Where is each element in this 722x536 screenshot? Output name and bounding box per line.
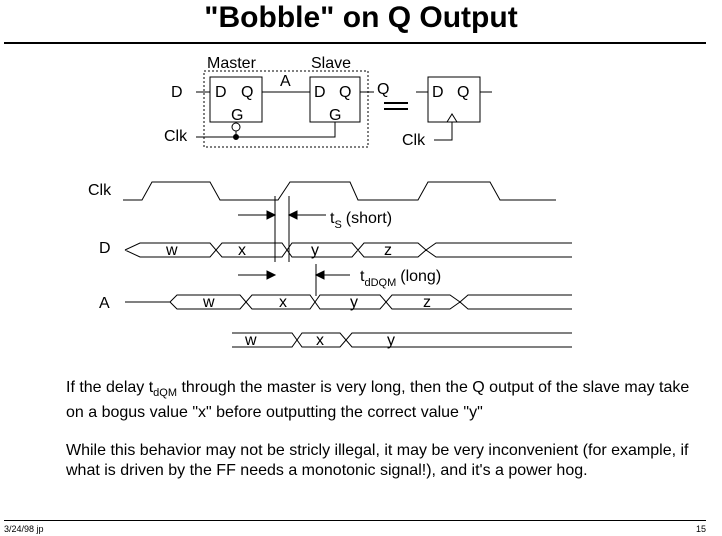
d-input-label: D bbox=[171, 84, 183, 101]
clk-input-label: Clk bbox=[164, 128, 188, 145]
slave-q-pin: Q bbox=[339, 84, 351, 101]
tdqm-left-arrowhead bbox=[266, 270, 277, 280]
footer-date: 3/24/98 jp bbox=[4, 524, 44, 534]
a-value-y: y bbox=[350, 294, 358, 311]
a-value-w: w bbox=[202, 294, 215, 311]
ts-left-arrowhead bbox=[266, 210, 277, 220]
d-waveform bbox=[124, 242, 572, 258]
master-latch bbox=[209, 76, 263, 123]
tdqm-label: tdDQM(long) bbox=[360, 268, 441, 289]
flip-flop-diagram: Master Slave D Clk A Q D Q G D Q G D Q C… bbox=[88, 55, 572, 349]
ff-q-pin: Q bbox=[457, 84, 469, 101]
explanation-paragraph-1: If the delay tdQM through the master is … bbox=[66, 379, 690, 422]
master-slave-schematic: Master Slave D Clk A Q D Q G D Q G D Q C… bbox=[164, 55, 492, 149]
d-value-z: z bbox=[384, 242, 392, 259]
ts-label: tS(short) bbox=[330, 210, 392, 231]
node-a-label: A bbox=[280, 73, 291, 90]
ts-right-arrowhead bbox=[287, 210, 298, 220]
clock-junction-dot bbox=[233, 134, 239, 140]
d-signal-label: D bbox=[99, 240, 111, 257]
a-value-x: x bbox=[279, 294, 287, 311]
footer-rule bbox=[4, 520, 706, 521]
ff-d-pin: D bbox=[432, 84, 444, 101]
master-g-pin: G bbox=[231, 107, 243, 124]
q-waveform bbox=[232, 332, 572, 348]
q-output-label: Q bbox=[377, 81, 389, 98]
a-value-z: z bbox=[423, 294, 431, 311]
slave-g-pin: G bbox=[329, 107, 341, 124]
page-number: 15 bbox=[695, 524, 706, 534]
master-label: Master bbox=[207, 55, 257, 72]
d-value-y: y bbox=[311, 242, 319, 259]
clock-inversion-bubble bbox=[231, 122, 241, 132]
q-value-w: w bbox=[244, 332, 257, 349]
q-value-x: x bbox=[316, 332, 324, 349]
q-value-y: y bbox=[387, 332, 395, 349]
ff-clk-wire bbox=[434, 122, 453, 141]
ff-clock-triangle bbox=[446, 113, 458, 123]
slave-d-pin: D bbox=[314, 84, 326, 101]
clk-signal-label: Clk bbox=[88, 182, 112, 199]
title-rule bbox=[4, 42, 706, 44]
a-signal-label: A bbox=[99, 295, 110, 312]
a-waveform bbox=[125, 294, 572, 310]
explanation-paragraph-2: While this behavior may not be stricly i… bbox=[66, 442, 689, 479]
flip-flop-symbol bbox=[427, 76, 481, 123]
slide-title: "Bobble" on Q Output bbox=[204, 1, 518, 34]
ff-clk-label: Clk bbox=[402, 132, 426, 149]
clk-waveform bbox=[123, 181, 556, 201]
d-value-w: w bbox=[165, 242, 178, 259]
slave-label: Slave bbox=[311, 55, 351, 72]
master-q-pin: Q bbox=[241, 84, 253, 101]
timing-diagram: Clk D A tS(short) tdDQM(long) w x y z w … bbox=[88, 181, 572, 349]
d-value-x: x bbox=[238, 242, 246, 259]
tdqm-right-arrowhead bbox=[314, 270, 325, 280]
dashed-boundary bbox=[203, 70, 369, 148]
clk-input-wire bbox=[196, 122, 336, 138]
master-d-pin: D bbox=[215, 84, 227, 101]
